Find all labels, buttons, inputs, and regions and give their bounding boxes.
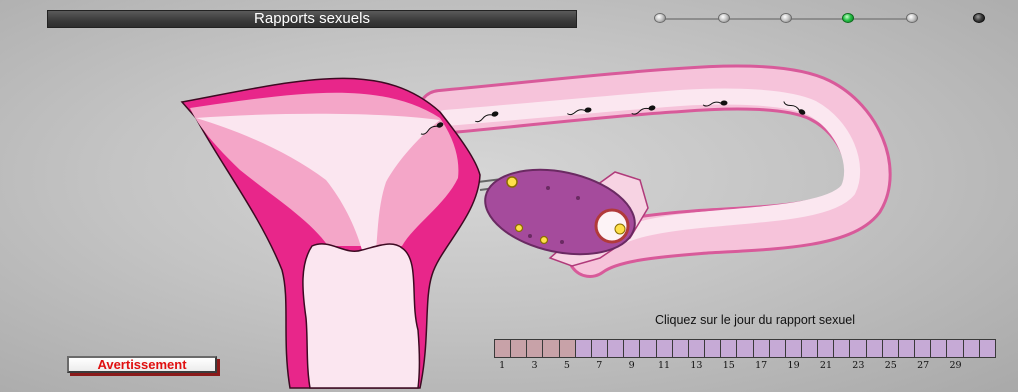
day-cell-29[interactable]	[947, 340, 963, 357]
day-cell-9[interactable]	[624, 340, 640, 357]
vagina	[303, 244, 420, 388]
day-label: 17	[755, 360, 767, 371]
day-cell-12[interactable]	[673, 340, 689, 357]
day-label: 13	[690, 360, 702, 371]
day-cell-15[interactable]	[721, 340, 737, 357]
day-cell-10[interactable]	[640, 340, 656, 357]
day-cell-31[interactable]	[980, 340, 995, 357]
day-cell-13[interactable]	[689, 340, 705, 357]
day-cell-11[interactable]	[657, 340, 673, 357]
day-cell-4[interactable]	[543, 340, 559, 357]
day-label: 19	[788, 360, 800, 371]
day-cell-25[interactable]	[883, 340, 899, 357]
day-cell-27[interactable]	[915, 340, 931, 357]
day-label: 23	[852, 360, 864, 371]
day-cell-2[interactable]	[511, 340, 527, 357]
day-cell-24[interactable]	[867, 340, 883, 357]
day-cell-21[interactable]	[818, 340, 834, 357]
day-label: 11	[658, 360, 670, 371]
day-label: 29	[949, 360, 961, 371]
day-cell-18[interactable]	[770, 340, 786, 357]
day-cell-26[interactable]	[899, 340, 915, 357]
day-label: 7	[596, 360, 602, 371]
day-cell-16[interactable]	[737, 340, 753, 357]
day-label: 9	[629, 360, 635, 371]
day-label: 21	[820, 360, 832, 371]
day-cell-6[interactable]	[576, 340, 592, 357]
day-label: 25	[885, 360, 897, 371]
day-cell-22[interactable]	[834, 340, 850, 357]
day-cell-23[interactable]	[850, 340, 866, 357]
day-label: 5	[564, 360, 570, 371]
calendar-instruction: Cliquez sur le jour du rapport sexuel	[555, 313, 955, 327]
day-cell-7[interactable]	[592, 340, 608, 357]
warning-button[interactable]: Avertissement	[67, 356, 217, 373]
day-cell-19[interactable]	[786, 340, 802, 357]
day-cell-1[interactable]	[495, 340, 511, 357]
day-calendar	[494, 339, 996, 358]
day-cell-17[interactable]	[754, 340, 770, 357]
day-cell-5[interactable]	[560, 340, 576, 357]
day-label: 3	[531, 360, 537, 371]
day-cell-28[interactable]	[931, 340, 947, 357]
day-cell-14[interactable]	[705, 340, 721, 357]
day-cell-3[interactable]	[527, 340, 543, 357]
day-cell-30[interactable]	[964, 340, 980, 357]
day-label: 15	[723, 360, 735, 371]
day-cell-20[interactable]	[802, 340, 818, 357]
day-label: 1	[499, 360, 505, 371]
day-cell-8[interactable]	[608, 340, 624, 357]
day-label: 27	[917, 360, 929, 371]
